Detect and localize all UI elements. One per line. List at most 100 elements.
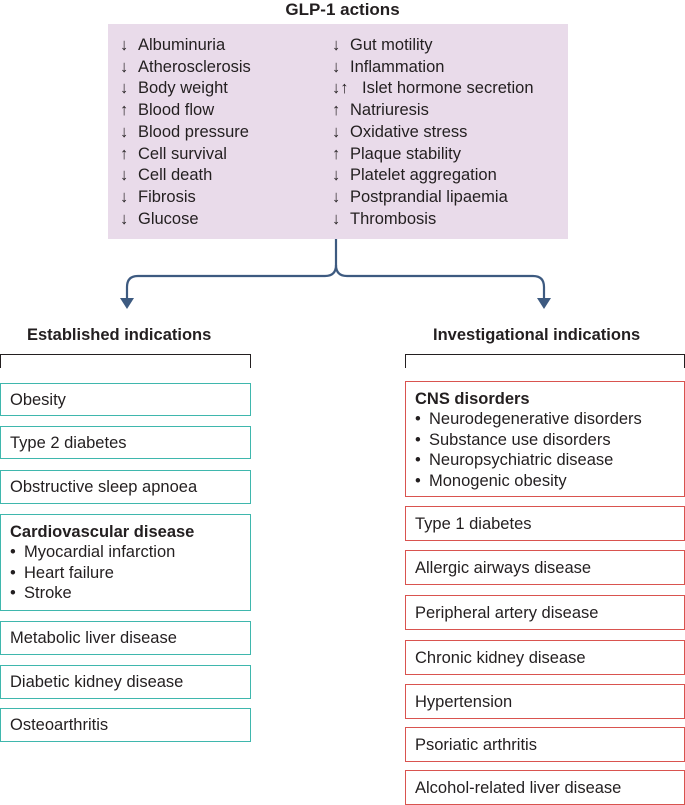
bullet-label: Neurodegenerative disorders	[429, 410, 642, 428]
arrowhead-icon	[537, 298, 551, 309]
action-item: ↓ Atherosclerosis	[120, 57, 251, 79]
indication-box: Chronic kidney disease	[405, 640, 685, 675]
arrow-icon: ↓	[332, 209, 341, 228]
indication-label: Allergic airways disease	[415, 558, 592, 577]
branch-lines	[125, 239, 546, 300]
action-item: ↓ Blood pressure	[120, 122, 251, 144]
investigational-bracket	[405, 354, 685, 368]
bullet-icon: •	[415, 410, 421, 428]
bullet-label: Heart failure	[24, 563, 114, 582]
action-item: ↑ Plaque stability	[332, 144, 534, 166]
action-label: Fibrosis	[138, 187, 196, 206]
indication-box: Type 1 diabetes	[405, 506, 685, 541]
arrow-icon: ↓	[332, 187, 341, 206]
indication-label: Hypertension	[415, 692, 513, 711]
action-label: Natriuresis	[350, 101, 429, 120]
indication-box: Psoriatic arthritis	[405, 727, 685, 762]
indication-label: Peripheral artery disease	[415, 603, 599, 622]
bullet-label: Substance use disorders	[429, 430, 611, 449]
arrow-icon: ↑	[120, 101, 129, 120]
action-item: ↓Oxidative stress	[332, 122, 534, 144]
action-label: Glucose	[138, 209, 199, 228]
arrow-icon: ↓↑	[332, 79, 349, 98]
arrow-icon: ↓	[120, 122, 129, 141]
indication-label: Type 1 diabetes	[415, 514, 532, 533]
actions-left-column: ↓ Albuminuria ↓ Atherosclerosis ↓Body weig…	[120, 35, 251, 230]
indication-box: Allergic airways disease	[405, 550, 685, 585]
arrow-icon: ↓	[332, 57, 341, 76]
bullet-icon: •	[10, 543, 16, 561]
established-title: Established indications	[27, 326, 212, 344]
bullet-label: Myocardial infarction	[24, 543, 176, 561]
bullet-icon: •	[415, 451, 421, 469]
arrow-icon: ↓	[332, 122, 341, 141]
arrow-icon: ↓	[332, 36, 341, 54]
indication-label: Psoriatic arthritis	[415, 735, 537, 754]
action-item: ↓Inflammation	[332, 57, 534, 79]
indication-label: Osteoarthritis	[10, 716, 109, 734]
action-item: ↑ Blood flow	[120, 100, 251, 122]
bullet-icon: •	[10, 584, 16, 602]
arrow-icon: ↓	[120, 166, 129, 185]
action-item: ↓↑ Islet hormone secretion	[332, 78, 534, 100]
action-label: Thrombosis	[350, 209, 437, 228]
arrow-icon: ↓	[120, 187, 129, 206]
actions-right-column: ↓Gut motility ↓Inflammation ↓↑Islet horm…	[332, 35, 534, 230]
bullet-item: • Myocardial infarction	[10, 542, 241, 563]
indication-label: Type 2 diabetes	[10, 433, 127, 452]
action-item: ↓ Gut motility	[332, 35, 534, 57]
indication-box: Obstructive sleep apnoea	[0, 470, 251, 504]
indication-box: Cardiovascular disease • Myocardial infar…	[0, 514, 251, 611]
indication-label: Obesity	[10, 390, 66, 409]
indication-label: Metabolic liver disease	[10, 629, 177, 647]
action-label: Plaque stability	[350, 144, 461, 163]
bullet-item: • Neuropsychiatric disease	[415, 450, 675, 471]
branch-line-right	[334, 264, 546, 300]
action-item: ↓Glucose	[120, 209, 251, 231]
bullet-label: Neuropsychiatric disease	[429, 451, 614, 469]
action-label: Gut motility	[350, 36, 433, 54]
bullet-label: Stroke	[24, 584, 72, 602]
action-label: Islet hormone secretion	[362, 79, 534, 98]
bullet-item: • Stroke	[10, 583, 241, 604]
indication-box: Diabetic kidney disease	[0, 665, 251, 699]
established-bracket	[0, 354, 251, 368]
action-label: Cell survival	[138, 144, 227, 163]
action-label: Blood pressure	[138, 122, 249, 141]
bullet-icon: •	[10, 563, 16, 582]
arrow-icon: ↓	[332, 166, 341, 185]
arrow-icon: ↑	[120, 144, 129, 163]
action-label: Atherosclerosis	[138, 57, 251, 76]
action-item: ↓Platelet aggregation	[332, 165, 534, 187]
arrow-icon: ↑	[332, 144, 341, 163]
indication-box: Alcohol-related liver disease	[405, 770, 685, 805]
action-item: ↓ Fibrosis	[120, 187, 251, 209]
action-item: ↓ Cell death	[120, 165, 251, 187]
indication-box: Type 2 diabetes	[0, 426, 251, 459]
bullet-icon: •	[415, 471, 421, 490]
arrow-icon: ↑	[332, 101, 341, 120]
indication-label: Alcohol-related liver disease	[415, 778, 622, 797]
diagram-title: GLP-1 actions	[285, 0, 400, 19]
indication-box: Osteoarthritis	[0, 708, 251, 742]
action-label: Blood flow	[138, 101, 215, 120]
bullet-label: Monogenic obesity	[429, 471, 567, 490]
indication-label: Cardiovascular disease	[10, 523, 195, 541]
action-item: ↑ Cell survival	[120, 144, 251, 166]
arrow-icon: ↓	[120, 36, 129, 54]
arrow-icon: ↓	[120, 79, 129, 98]
arrowhead-icon	[120, 298, 134, 309]
indication-label: Diabetic kidney disease	[10, 673, 184, 691]
indication-label: Obstructive sleep apnoea	[10, 478, 198, 496]
bullet-icon: •	[415, 430, 421, 449]
action-item: ↓Body weight	[120, 78, 251, 100]
action-label: Albuminuria	[138, 36, 226, 54]
section-brackets	[0, 354, 685, 368]
indication-box: CNS disorders • Neurodegenerative disorde…	[405, 381, 685, 497]
glp1-actions-box: ↓ Albuminuria ↓ Atherosclerosis ↓Body weig…	[108, 24, 568, 239]
action-item: ↓ Thrombosis	[332, 209, 534, 231]
indication-label: CNS disorders	[415, 390, 530, 408]
branch-line-left	[125, 239, 338, 300]
action-label: Cell death	[138, 166, 213, 185]
arrow-icon: ↓	[120, 57, 129, 76]
